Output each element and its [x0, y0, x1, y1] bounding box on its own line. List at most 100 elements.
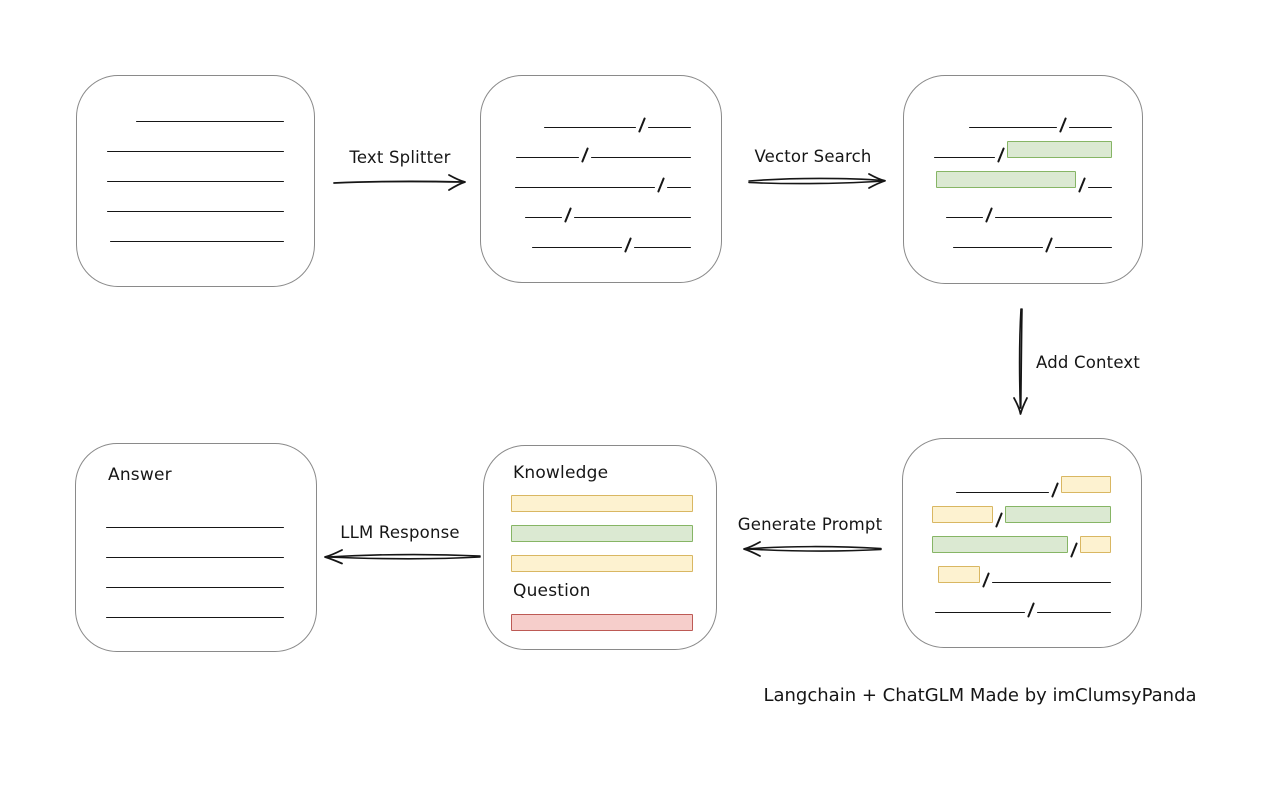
- source-document-rows: [107, 98, 284, 248]
- split-document-box: [480, 75, 722, 283]
- doc-row: [511, 134, 691, 164]
- answer-rows: [106, 504, 286, 624]
- text-line: [544, 127, 636, 128]
- slash-separator: [982, 572, 990, 588]
- text-line: [1037, 612, 1111, 613]
- doc-row: [511, 224, 691, 254]
- slash-separator: [1051, 482, 1059, 498]
- yellow-highlight-chip: [938, 566, 980, 583]
- doc-row: [932, 529, 1111, 559]
- doc-row: [934, 104, 1112, 134]
- text-line: [107, 211, 284, 212]
- knowledge-title: Knowledge: [513, 463, 609, 483]
- doc-row: [106, 594, 286, 624]
- text-line: [946, 217, 983, 218]
- llm-response-label: LLM Response: [340, 523, 460, 542]
- slash-separator: [638, 117, 646, 133]
- add-context-arrow: [1013, 308, 1028, 415]
- text-line: [1088, 187, 1112, 188]
- yellow-highlight-chip: [511, 495, 693, 512]
- split-document-rows: [511, 104, 691, 254]
- text-line: [515, 187, 655, 188]
- doc-row: [107, 98, 284, 128]
- doc-row: [934, 164, 1112, 194]
- text-line: [525, 217, 562, 218]
- green-highlight-chip: [1004, 506, 1111, 523]
- slash-separator: [1059, 117, 1067, 133]
- text-line: [969, 127, 1057, 128]
- text-line: [106, 527, 284, 528]
- text-splitter-label: Text Splitter: [349, 148, 451, 167]
- slash-separator: [996, 147, 1005, 163]
- answer-title: Answer: [108, 465, 172, 485]
- doc-row: [934, 224, 1112, 254]
- generate-prompt-label: Generate Prompt: [737, 515, 883, 534]
- text-line: [106, 587, 284, 588]
- doc-row: [932, 559, 1111, 589]
- text-line: [574, 217, 691, 218]
- red-highlight-chip: [511, 614, 693, 631]
- slash-separator: [564, 207, 572, 223]
- context-rows: [932, 469, 1111, 619]
- doc-row: [934, 194, 1112, 224]
- text-line: [136, 121, 284, 122]
- text-line: [648, 127, 691, 128]
- text-line: [634, 247, 691, 248]
- doc-row: [106, 504, 286, 534]
- slash-separator: [581, 147, 589, 163]
- slash-separator: [624, 237, 632, 253]
- doc-row: [511, 488, 693, 518]
- vector-search-label: Vector Search: [754, 147, 872, 166]
- green-highlight-chip: [1006, 141, 1112, 158]
- doc-row: [106, 534, 286, 564]
- text-line: [106, 557, 284, 558]
- prompt-box: Knowledge Question: [483, 445, 717, 650]
- green-highlight-chip: [932, 536, 1068, 553]
- text-line: [956, 492, 1049, 493]
- text-line: [935, 612, 1025, 613]
- text-line: [591, 157, 691, 158]
- slash-separator: [657, 177, 665, 193]
- slash-separator: [1045, 237, 1053, 253]
- doc-row: [511, 104, 691, 134]
- add-context-label: Add Context: [1036, 353, 1141, 372]
- doc-row: [932, 469, 1111, 499]
- vector-matched-rows: [934, 104, 1112, 254]
- slash-separator: [1070, 542, 1078, 558]
- llm-response-arrow: [324, 549, 481, 565]
- text-line: [1055, 247, 1112, 248]
- text-line: [953, 247, 1043, 248]
- yellow-highlight-chip: [1079, 536, 1111, 553]
- doc-row: [107, 188, 284, 218]
- doc-row: [511, 518, 693, 548]
- text-line: [107, 181, 284, 182]
- slash-separator: [985, 207, 993, 223]
- doc-row: [932, 589, 1111, 619]
- text-line: [992, 582, 1111, 583]
- vector-search-arrow: [748, 173, 886, 189]
- text-line: [934, 157, 995, 158]
- text-line: [106, 617, 284, 618]
- doc-row: [107, 128, 284, 158]
- generate-prompt-arrow: [743, 541, 882, 557]
- yellow-highlight-chip: [1061, 476, 1111, 493]
- doc-row: [107, 218, 284, 248]
- vector-matched-document-box: [903, 75, 1143, 284]
- slash-separator: [1078, 177, 1086, 193]
- doc-row: [107, 158, 284, 188]
- yellow-highlight-chip: [511, 555, 693, 572]
- doc-row: [511, 164, 691, 194]
- question-title: Question: [513, 581, 591, 601]
- text-line: [995, 217, 1112, 218]
- doc-row: [934, 134, 1112, 164]
- slash-separator: [1027, 602, 1035, 618]
- green-highlight-chip: [511, 525, 693, 542]
- text-line: [532, 247, 622, 248]
- text-splitter-arrow: [333, 174, 466, 191]
- doc-row: [106, 564, 286, 594]
- green-highlight-chip: [936, 171, 1076, 188]
- answer-box: Answer: [75, 443, 317, 652]
- knowledge-bars: [511, 488, 693, 578]
- yellow-highlight-chip: [932, 506, 993, 523]
